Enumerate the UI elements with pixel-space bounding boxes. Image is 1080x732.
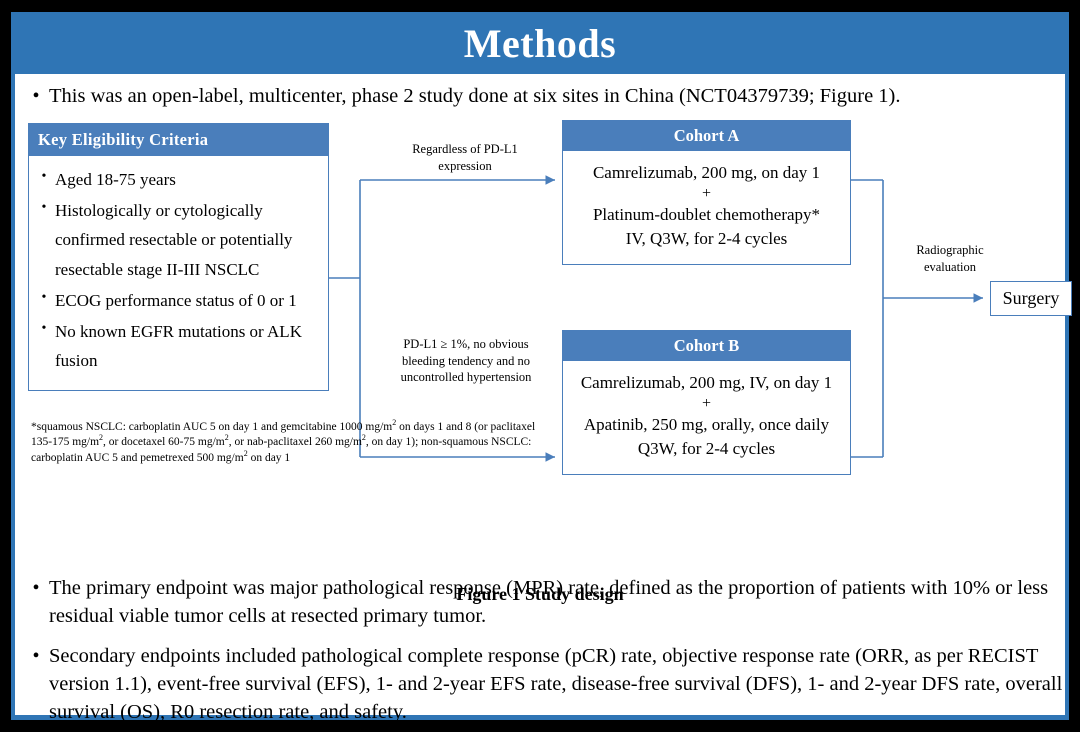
page-title: Methods <box>463 20 617 66</box>
bullet-row: • The primary endpoint was major patholo… <box>23 574 1065 631</box>
figure-study-design: Key Eligibility Criteria • Aged 18-75 ye… <box>15 118 1072 604</box>
bullet-row: • Secondary endpoints included pathologi… <box>23 642 1065 727</box>
cohort-a-line1: Camrelizumab, 200 mg, on day 1 <box>592 163 821 182</box>
connector-label-line: Regardless of PD-L1 <box>412 142 518 156</box>
eligibility-list: • Aged 18-75 years • Histologically or c… <box>29 156 328 390</box>
eligibility-header: Key Eligibility Criteria <box>29 124 328 156</box>
eligibility-item-label: ECOG performance status of 0 or 1 <box>55 290 297 310</box>
footnote-superscript: 2 <box>99 433 104 443</box>
slide-title-bar: Methods <box>11 12 1069 74</box>
cohort-a-box: Cohort A Camrelizumab, 200 mg, on day 1 … <box>562 120 851 266</box>
cohort-b-line2: Apatinib, 250 mg, orally, once daily <box>583 414 830 434</box>
eligibility-item-label: Aged 18-75 years <box>55 170 176 189</box>
cohort-b-box: Cohort B Camrelizumab, 200 mg, IV, on da… <box>562 330 851 476</box>
surgery-box: Surgery <box>990 281 1072 316</box>
bullet-glyph-icon: • <box>32 85 40 107</box>
cohort-a-header: Cohort A <box>563 121 850 151</box>
figure-footnote: *squamous NSCLC: carboplatin AUC 5 on da… <box>31 418 559 466</box>
footnote-superscript: 2 <box>243 448 248 458</box>
cohort-a-body: Camrelizumab, 200 mg, on day 1 + Platinu… <box>563 151 850 264</box>
footnote-superscript: 2 <box>392 418 397 428</box>
bullet-glyph-icon: • <box>41 200 47 216</box>
cohort-b-line3: Q3W, for 2-4 cycles <box>637 439 776 459</box>
footnote-part: , or nab-paclitaxel 260 mg/m <box>228 436 362 449</box>
eligibility-criteria-box: Key Eligibility Criteria • Aged 18-75 ye… <box>28 123 329 391</box>
slide-body-panel: • This was an open-label, multicenter, p… <box>11 74 1072 723</box>
cohort-b-header: Cohort B <box>563 331 850 361</box>
list-item: • ECOG performance status of 0 or 1 <box>33 286 322 315</box>
lead-bullet: • This was an open-label, multicenter, p… <box>23 82 1063 111</box>
connector-label-line: Radiographic <box>916 243 984 257</box>
footnote-part: on days 1 and 8 (or paclitaxel 135-175 m… <box>31 421 536 449</box>
footnote-part: , or docetaxel 60-75 mg/m <box>103 436 225 449</box>
cohort-a-line3: IV, Q3W, for 2-4 cycles <box>625 229 788 249</box>
lead-bullet-text: This was an open-label, multicenter, pha… <box>49 85 901 107</box>
cohort-b-plus: + <box>701 394 712 412</box>
list-item: • Aged 18-75 years <box>33 165 322 194</box>
bullet-glyph-icon: • <box>41 169 47 184</box>
footnote-part: , on day 1); non-squamous NSCLC: carbopl… <box>31 436 532 464</box>
figure-caption: Figure 1 Study design <box>456 584 624 604</box>
connector-label-radiographic: Radiographic evaluation <box>895 242 1005 275</box>
bullet-glyph-icon: • <box>41 289 47 305</box>
footnote-superscript: 2 <box>224 433 229 443</box>
connector-label-line: expression <box>438 158 492 173</box>
bullet-glyph-icon: • <box>41 321 47 337</box>
list-item: • Histologically or cytologically confir… <box>33 196 322 284</box>
connector-label-line: PD-L1 ≥ 1%, no obvious <box>403 337 529 351</box>
cohort-a-line2: Platinum-doublet chemotherapy* <box>592 204 821 224</box>
connector-label-pdl1: PD-L1 ≥ 1%, no obvious bleeding tendency… <box>375 336 557 386</box>
eligibility-item-label: Histologically or cytologically confirme… <box>55 201 293 279</box>
connector-label-line: bleeding tendency and no <box>401 353 531 368</box>
footnote-superscript: 2 <box>361 433 366 443</box>
cohort-b-line1: Camrelizumab, 200 mg, IV, on day 1 <box>580 373 833 392</box>
bullet-glyph-icon: • <box>32 644 40 667</box>
connector-label-line: evaluation <box>923 259 977 274</box>
eligibility-item-label: No known EGFR mutations or ALK fusion <box>55 322 302 371</box>
cohort-b-body: Camrelizumab, 200 mg, IV, on day 1 + Apa… <box>563 361 850 474</box>
footnote-part: on day 1 <box>247 451 291 464</box>
list-item: • No known EGFR mutations or ALK fusion <box>33 317 322 375</box>
primary-endpoint-text: The primary endpoint was major pathologi… <box>49 577 1049 628</box>
bullet-glyph-icon: • <box>32 577 40 599</box>
endpoints-bullet-list: • The primary endpoint was major patholo… <box>23 574 1065 732</box>
footnote-part: *squamous NSCLC: carboplatin AUC 5 on da… <box>31 421 393 433</box>
connector-label-line: uncontrolled hypertension <box>400 370 532 384</box>
cohort-a-plus: + <box>701 184 712 202</box>
secondary-endpoints-text: Secondary endpoints included pathologica… <box>49 644 1063 724</box>
connector-label-regardless: Regardless of PD-L1 expression <box>385 141 545 174</box>
bullet-row: • This was an open-label, multicenter, p… <box>23 82 1063 111</box>
